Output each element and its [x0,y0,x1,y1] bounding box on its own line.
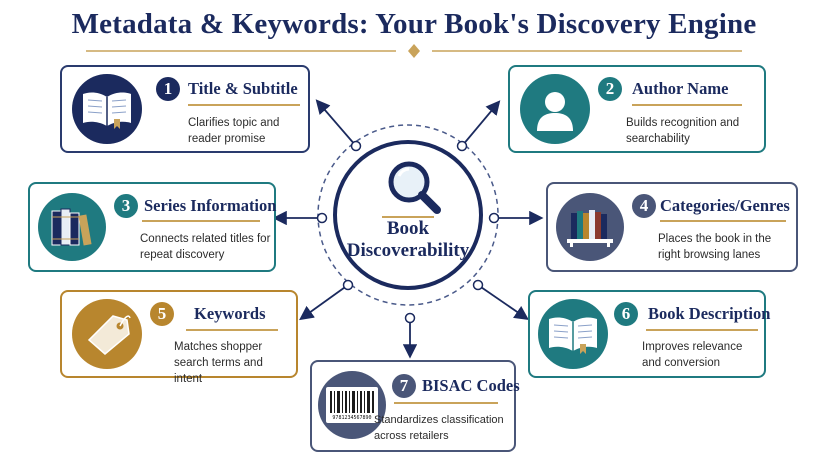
card-rule [394,402,498,404]
barcode-icon: 9781234567890 [318,371,386,439]
person-icon [520,74,590,144]
card-title: Title & Subtitle [188,79,298,98]
card-book-description: 6 Book Description Improves relevance an… [528,290,770,378]
tag-icon [72,299,142,369]
card-description: Connects related titles for repeat disco… [140,233,271,261]
number-badge: 4 [632,194,656,218]
card-description: Standardizes classification across retai… [374,414,504,442]
number-badge: 5 [150,302,174,326]
card-rule [188,104,300,106]
card-title-subtitle: 1 Title & Subtitle Clarifies topic and r… [60,65,310,153]
card-description: Improves relevance and conversion [642,341,743,369]
open-book-icon [538,299,608,369]
card-description: Clarifies topic and reader promise [188,117,280,145]
number-badge: 1 [156,77,180,101]
card-author-name: 2 Author Name Builds recognition and sea… [508,65,766,153]
card-keywords: 5 Keywords Matches shopper search terms … [60,290,298,385]
card-rule [660,220,786,222]
card-title: Series Information [144,196,277,215]
card-rule [186,329,278,331]
title-divider [86,44,742,58]
page-title: Metadata & Keywords: Your Book's Discove… [71,8,757,40]
card-description: Builds recognition and searchability [626,117,740,145]
number-badge: 6 [614,302,638,326]
card-categories-genres: 4 Categories/Genres Places the book in t… [546,182,798,272]
card-series-information: 3 Series Information Connects related ti… [28,182,276,272]
hub-rule [382,216,434,218]
card-rule [632,104,742,106]
number-badge: 7 [392,374,416,398]
card-description: Places the book in the right browsing la… [658,233,772,261]
card-description: Matches shopper search terms and intent [174,341,263,385]
number-badge: 3 [114,194,138,218]
card-rule [142,220,260,222]
bookshelf-icon [556,193,624,261]
card-title: Keywords [194,304,266,323]
open-book-icon [72,74,142,144]
card-title: Author Name [632,79,729,98]
number-badge: 2 [598,77,622,101]
card-bisac-codes: 9781234567890 7 BISAC Codes Standardizes… [310,360,520,452]
hub-label: Book Discoverability [346,218,470,261]
card-title: BISAC Codes [422,376,520,395]
book-spines-icon [38,193,106,261]
barcode-number: 9781234567890 [332,415,372,421]
card-title: Categories/Genres [660,196,790,215]
magnifier-icon [388,161,441,214]
card-rule [646,329,758,331]
card-title: Book Description [648,304,771,323]
hub-circle [333,140,483,290]
